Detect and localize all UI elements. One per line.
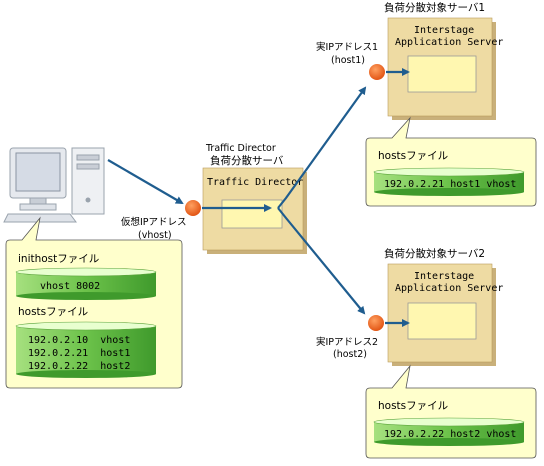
client-to-vip-arrow <box>107 159 184 205</box>
director-to-server1-arrow <box>277 86 367 209</box>
server2-box-label: Interstage <box>414 271 474 282</box>
server2-box <box>387 263 496 366</box>
server1-ip-dot <box>369 64 385 80</box>
server1-box-label: Application Server <box>395 37 503 48</box>
traffic-director-title: Traffic Director <box>205 143 276 154</box>
virtual-ip-label: 仮想IPアドレス <box>121 216 187 228</box>
virtual-ip-dot <box>185 200 201 216</box>
server1-title: 負荷分散対象サーバ1 <box>384 1 485 14</box>
server2-hosts-row: 192.0.2.22 host2 vhost <box>384 429 516 440</box>
server1-hosts-file-label: hostsファイル <box>378 150 448 162</box>
server1-ip-host: (host1) <box>331 55 365 66</box>
client-hosts-file-label: hostsファイル <box>18 306 88 318</box>
server2-title: 負荷分散対象サーバ2 <box>384 247 485 260</box>
inithost-value: vhost 8002 <box>40 281 100 292</box>
traffic-director-box-label: Traffic Director <box>207 177 303 188</box>
virtual-ip-host: (vhost) <box>138 230 172 241</box>
client-hosts-row: 192.0.2.22 host2 <box>28 361 130 372</box>
client-hosts-cylinder <box>15 321 157 378</box>
server1-hosts-cylinder <box>373 167 525 196</box>
server2-box-label: Application Server <box>395 283 503 294</box>
traffic-director-subtitle: 負荷分散サーバ <box>210 154 284 167</box>
client-hosts-row: 192.0.2.10 vhost <box>28 335 130 346</box>
inithost-file-label: inithostファイル <box>18 253 99 265</box>
client-hosts-row: 192.0.2.21 host1 <box>28 348 130 359</box>
inithost-cylinder <box>15 267 157 300</box>
server2-ip-host: (host2) <box>333 349 367 360</box>
director-to-server2-arrow <box>277 207 366 315</box>
server1-hosts-row: 192.0.2.21 host1 vhost <box>384 179 516 190</box>
server1-ip-label: 実IPアドレス1 <box>316 41 378 53</box>
server1-box-label: Interstage <box>414 25 474 36</box>
client-computer-icon <box>3 147 105 223</box>
server2-hosts-file-label: hostsファイル <box>378 400 448 412</box>
server2-hosts-cylinder <box>373 417 525 446</box>
server1-box <box>387 17 496 120</box>
server2-ip-label: 実IPアドレス2 <box>316 336 378 348</box>
server2-ip-dot <box>368 315 384 331</box>
